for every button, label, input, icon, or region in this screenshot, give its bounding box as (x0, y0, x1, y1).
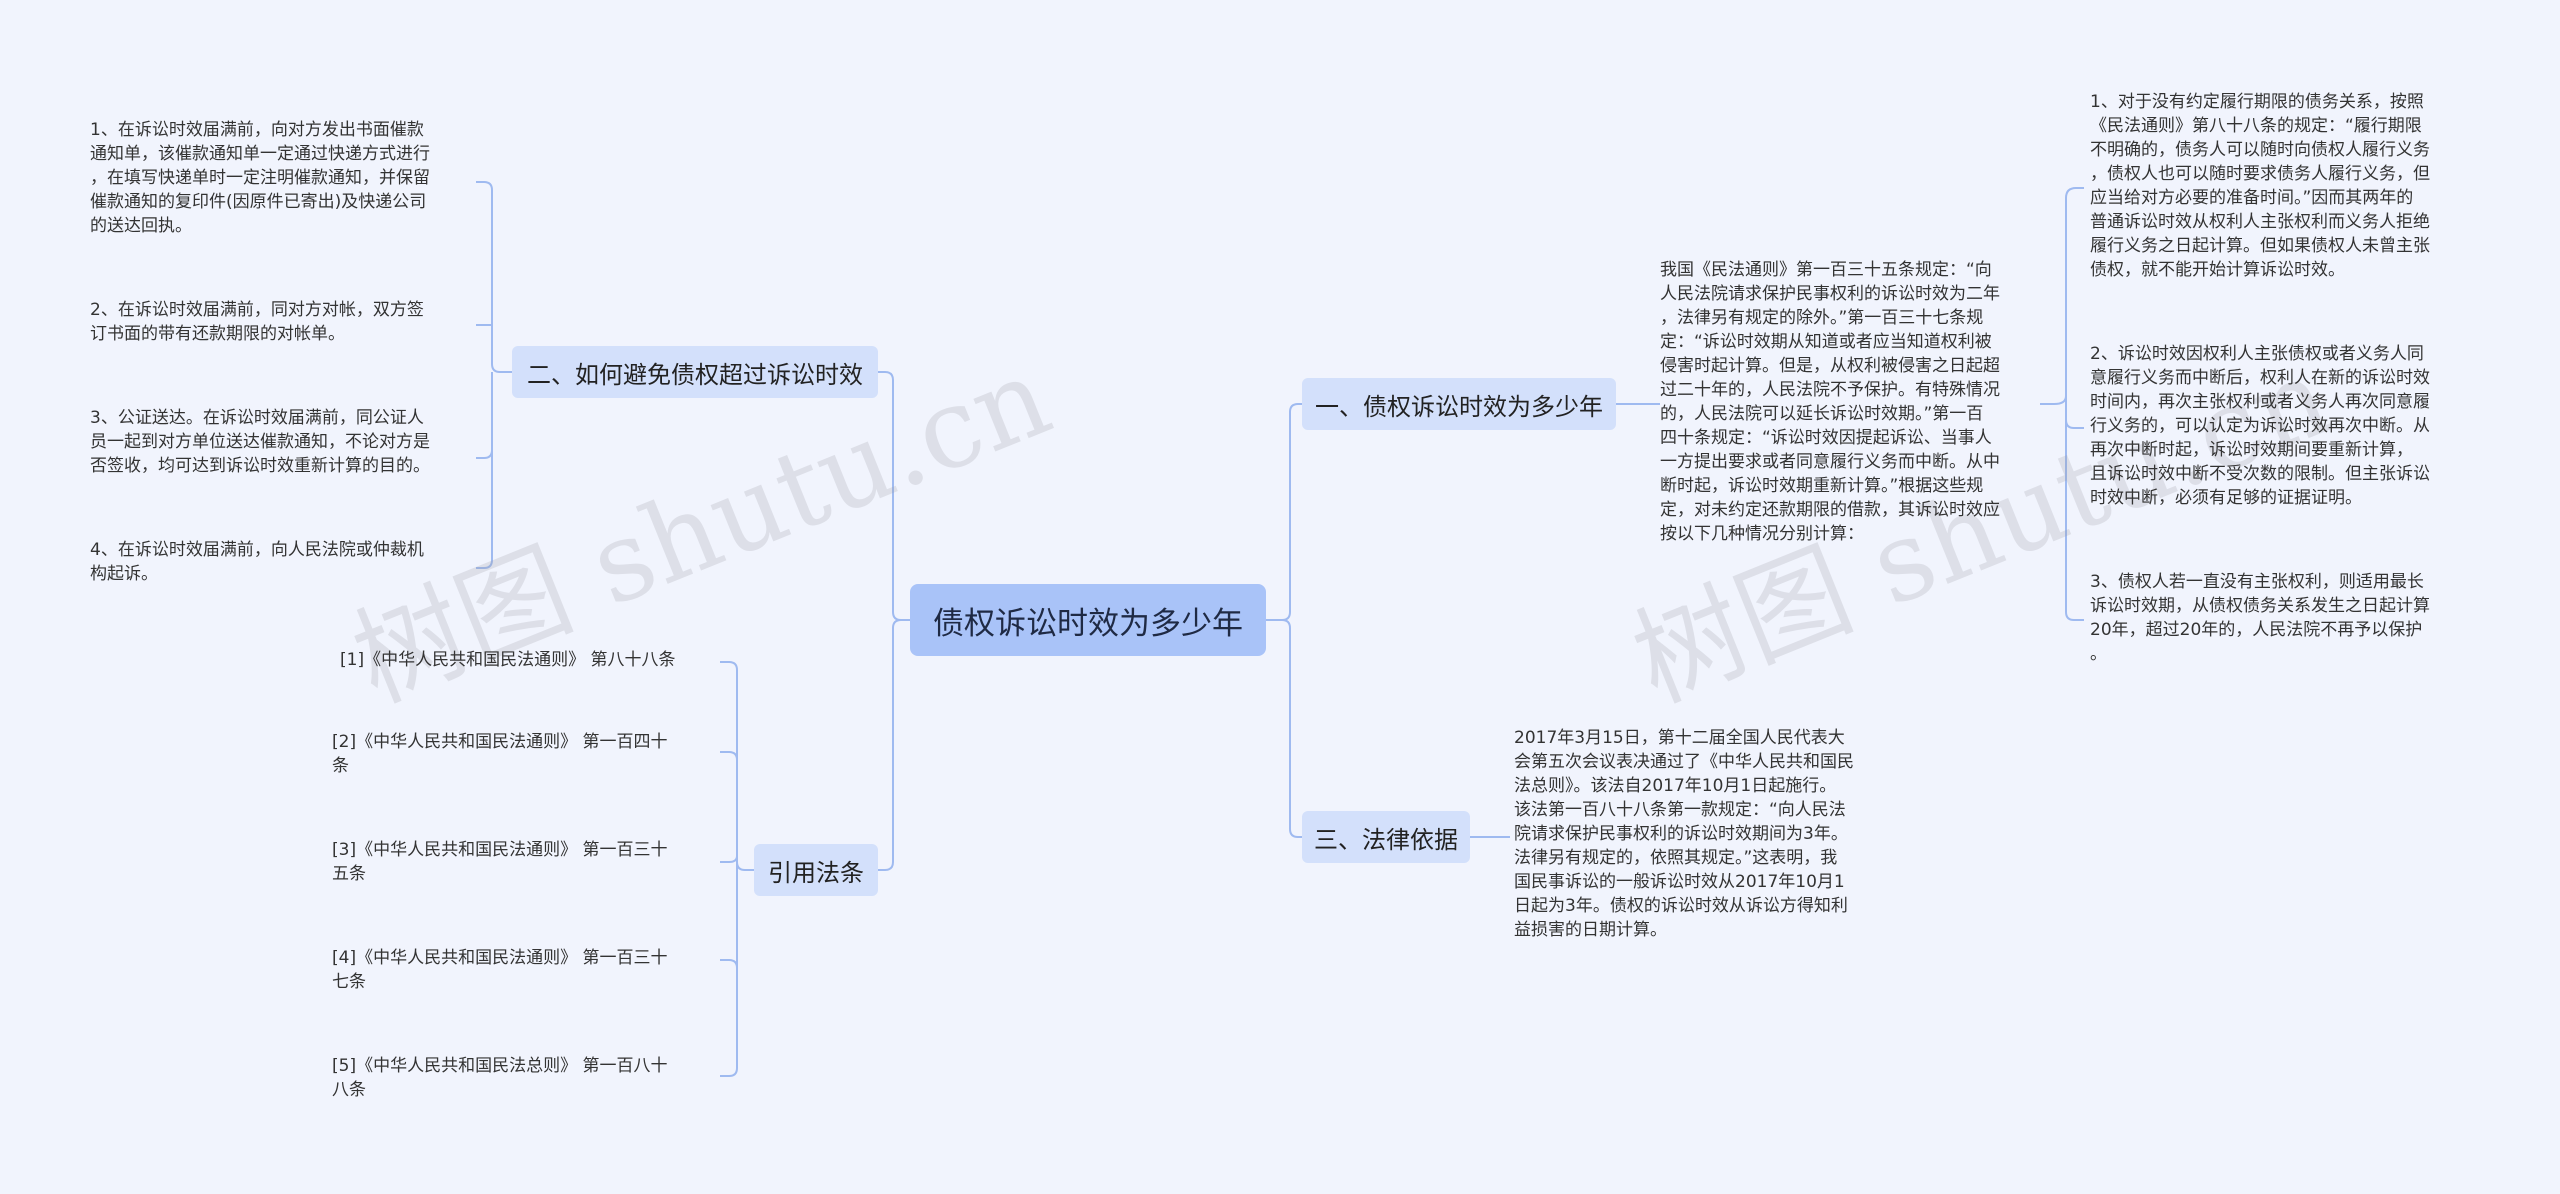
b3-text: 2017年3月15日，第十二届全国人民代表大 会第五次会议表决通过了《中华人民共… (1514, 728, 1854, 940)
b4-item-4: [4]《中华人民共和国民法通则》 第一百三十 七条 (332, 948, 668, 992)
connector-root-b2 (878, 371, 910, 621)
root-node[interactable]: 债权诉讼时效为多少年 (910, 584, 1266, 656)
connector-root-b4 (878, 619, 910, 871)
connector-root-b3 (1266, 619, 1302, 838)
branch-node-b4[interactable]: 引用法条 (754, 844, 878, 896)
branch-node-b3[interactable]: 三、法律依据 (1302, 811, 1470, 863)
b4-item-3: [3]《中华人民共和国民法通则》 第一百三十 五条 (332, 840, 668, 884)
b4-item-5: [5]《中华人民共和国民法总则》 第一百八十 八条 (332, 1056, 668, 1100)
b2-item-1: 1、在诉讼时效届满前，向对方发出书面催款 通知单，该催款通知单一定通过快递方式进… (90, 120, 430, 236)
b4-item-1: [1]《中华人民共和国民法通则》 第八十八条 (340, 650, 676, 670)
b4-item-2: [2]《中华人民共和国民法通则》 第一百四十 条 (332, 732, 668, 776)
connector-b2-items (476, 181, 512, 569)
b1-item-1: 1、对于没有约定履行期限的债务关系，按照 《民法通则》第八十八条的规定：“履行期… (2090, 92, 2430, 280)
branch-node-b2[interactable]: 二、如何避免债权超过诉讼时效 (512, 346, 878, 398)
b2-item-3: 3、公证送达。在诉讼时效届满前，同公证人 员一起到对方单位送达催款通知，不论对方… (90, 408, 430, 476)
b1-item-3: 3、债权人若一直没有主张权利，则适用最长 诉讼时效期，从债权债务关系发生之日起计… (2090, 572, 2430, 664)
b1-summary-text: 我国《民法通则》第一百三十五条规定：“向 人民法院请求保护民事权利的诉讼时效为二… (1660, 260, 2000, 544)
b2-item-2: 2、在诉讼时效届满前，同对方对帐，双方签 订书面的带有还款期限的对帐单。 (90, 300, 424, 344)
connector-summary-items (2040, 187, 2084, 621)
branch-node-b1[interactable]: 一、债权诉讼时效为多少年 (1302, 378, 1616, 430)
b2-item-4: 4、在诉讼时效届满前，向人民法院或仲裁机 构起诉。 (90, 540, 424, 584)
connector-root-b1 (1266, 403, 1302, 621)
connector-b4-items (720, 661, 754, 1077)
b1-item-2: 2、诉讼时效因权利人主张债权或者义务人同 意履行义务而中断后，权利人在新的诉讼时… (2090, 344, 2430, 508)
